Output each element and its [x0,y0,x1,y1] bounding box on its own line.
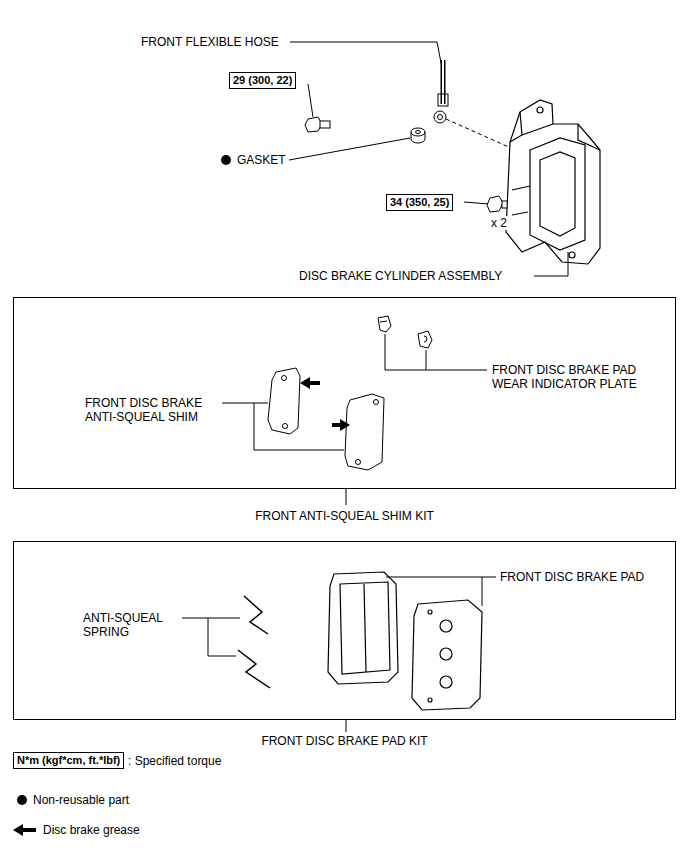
part-label: FRONT DISC BRAKE PAD [499,570,645,584]
anti-squeal-spring [238,596,270,688]
leader-line [208,618,236,656]
leader-line [426,350,427,370]
leader-line [308,84,313,117]
torque-value: 34 (350, 25) [386,194,453,211]
legend-text: Non-reusable part [32,793,130,807]
flexible-hose [434,60,448,123]
grease-arrow [13,824,36,836]
part-label: FRONT DISC BRAKE PAD WEAR INDICATOR PLAT… [491,363,663,391]
wear-indicator-plate [378,316,432,348]
grease-arrow [300,377,350,431]
quantity-label: x 2 [490,216,508,230]
torque-text: N*m (kgf*cm, ft.*lbf) [17,754,120,766]
leader-line [289,138,410,160]
leader-line [385,334,487,370]
part-label: ANTI-SQUEAL SPRING [82,611,182,639]
kit-frame: FRONT ANTI-SQUEAL SHIM KIT [13,297,676,489]
leader-line [534,252,568,276]
leader-line [346,489,347,505]
anti-squeal-shim [268,368,384,470]
legend-text: : Specified torque [127,754,222,768]
leader-line [222,403,268,404]
part-label: GASKET [236,153,287,167]
leader-line [182,618,240,619]
torque-value: 29 (300, 22) [229,72,296,89]
part-label: FRONT FLEXIBLE HOSE [140,35,280,49]
part-label: FRONT DISC BRAKE ANTI-SQUEAL SHIM [84,396,222,424]
leader-line [254,403,344,450]
part-label: DISC BRAKE CYLINDER ASSEMBLY [298,269,503,283]
kit-heading: FRONT DISC BRAKE PAD KIT [14,734,675,748]
leader-line [386,577,496,578]
caliper-body [506,100,600,264]
assembly-line [446,119,520,152]
non-reusable-dot [221,155,231,165]
leader-line [346,720,347,732]
legend-text: Disc brake grease [42,823,141,837]
leader-line [464,202,489,204]
gasket-washer [411,128,425,143]
kit-heading: FRONT ANTI-SQUEAL SHIM KIT [14,509,675,523]
union-bolt [305,117,330,132]
disc-brake-pad [328,572,482,710]
torque-text: 34 (350, 25) [390,196,449,208]
torque-text: 29 (300, 22) [233,74,292,86]
non-reusable-dot [17,795,27,805]
leader-line [482,577,483,606]
leader-line [290,42,444,78]
torque-legend-box: N*m (kgf*cm, ft.*lbf) [13,752,124,769]
